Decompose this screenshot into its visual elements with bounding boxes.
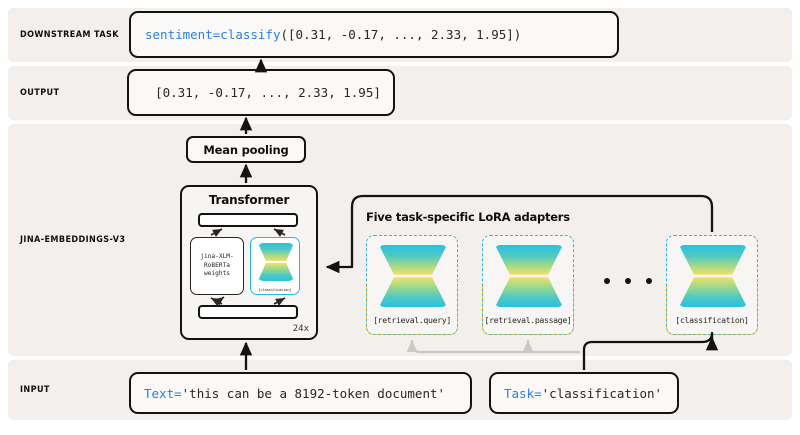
lora-adapter-classification[interactable]: [classification]: [665, 235, 759, 336]
lora-adapters-title: Five task-specific LoRA adapters: [366, 210, 570, 224]
row-label-jina-embeddings-v3: JINA-EMBEDDINGS-V3: [20, 235, 126, 245]
row-label-downstream-task: DOWNSTREAM TASK: [20, 30, 119, 40]
lora-hourglass-icon: [495, 245, 563, 307]
row-band-output: [8, 66, 792, 120]
mean-pooling-box: Mean pooling: [186, 136, 306, 163]
lora-adapter-label: [classification]: [675, 315, 749, 325]
input-task-key: Task=: [504, 385, 542, 401]
input-text-key: Text=: [144, 385, 182, 401]
lora-adapter-retrieval-query[interactable]: [retrieval.query]: [365, 235, 459, 336]
input-text-box: Text='this can be a 8192-token document': [129, 372, 472, 414]
downstream-arguments: ([0.31, -0.17, ..., 2.33, 1.95]): [280, 27, 522, 42]
transformer-input-slab: [198, 305, 298, 319]
active-lora-adapter-box: [classification]: [250, 237, 300, 295]
input-text-value: 'this can be a 8192-token document': [181, 385, 446, 401]
lora-adapter-label: [retrieval.passage]: [484, 315, 572, 325]
active-lora-adapter-label: [classification]: [258, 288, 292, 292]
downstream-variable: sentiment: [145, 27, 213, 42]
transformer-output-slab: [198, 213, 298, 227]
output-vector-box: [0.31, -0.17, ..., 2.33, 1.95]: [127, 69, 395, 116]
input-task-box: Task='classification': [489, 372, 679, 414]
transformer-repeat-count: 24x: [292, 324, 309, 334]
jina-xlm-roberta-weights-box: jina-XLM-RoBERTa weights: [190, 237, 244, 295]
lora-adapter-label: [retrieval.query]: [373, 315, 451, 325]
input-task-value: 'classification': [541, 385, 663, 401]
lora-hourglass-icon: [258, 243, 294, 281]
lora-adapters-ellipsis-icon: [604, 278, 652, 284]
downstream-function: classify: [220, 27, 281, 42]
downstream-equals: =: [212, 27, 221, 42]
lora-hourglass-icon: [679, 245, 747, 307]
downstream-task-code-box: sentiment = classify([0.31, -0.17, ..., …: [129, 11, 619, 58]
transformer-title: Transformer: [208, 193, 290, 207]
lora-adapter-retrieval-passage[interactable]: [retrieval.passage]: [481, 235, 575, 336]
mean-pooling-label: Mean pooling: [203, 142, 289, 157]
row-label-input: INPUT: [20, 385, 50, 395]
row-label-output: OUTPUT: [20, 88, 60, 98]
output-vector-value: [0.31, -0.17, ..., 2.33, 1.95]: [155, 85, 381, 100]
lora-hourglass-icon: [379, 245, 447, 307]
